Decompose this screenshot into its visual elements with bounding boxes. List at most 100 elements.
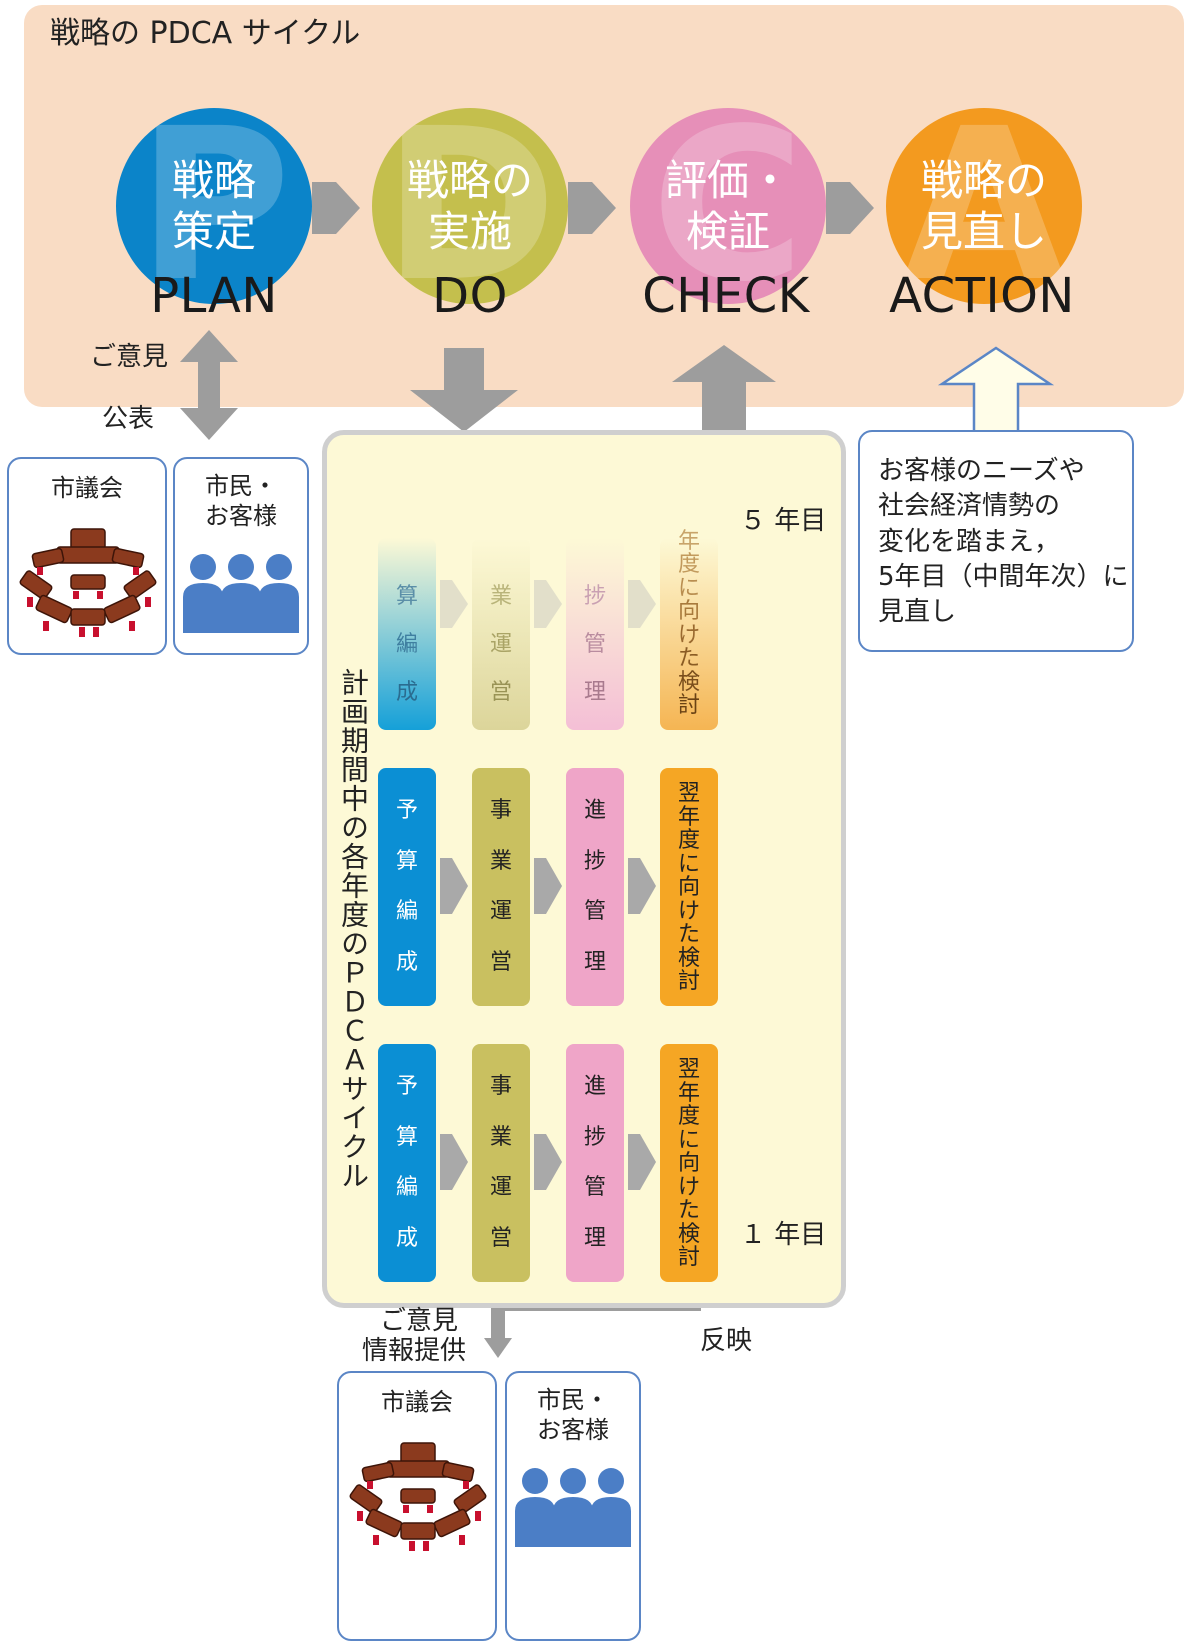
top-opinion-label: ご意見 (90, 342, 169, 372)
action-ghost-letter: A (902, 108, 1066, 304)
operation-char: 営 (489, 1225, 512, 1251)
review-box-faded: 年 度 に 向 け た 検 討 (660, 530, 718, 730)
faded-review-char-6: け (677, 622, 700, 648)
phase-do: DO (432, 268, 508, 324)
check-ghost-letter: C (650, 108, 806, 304)
faded-progress-char-4: 理 (583, 680, 606, 705)
chevron-faded-1 (440, 580, 468, 628)
faded-operation-char-2: 業 (489, 584, 512, 609)
faded-review-char-4: に (677, 575, 700, 601)
phase-plan: PLAN (150, 268, 278, 324)
bottom-info-label: 情報提供 (362, 1336, 467, 1366)
review-char: 討 (677, 969, 700, 995)
review-char: 年 (677, 1080, 700, 1106)
council-label: 市議会 (51, 474, 123, 502)
review-char: 年 (677, 804, 700, 830)
faded-review-char-9: 討 (677, 693, 700, 719)
council-label-bottom: 市議会 (381, 1388, 453, 1416)
chevron-faded-3 (628, 580, 656, 628)
review-char: 度 (677, 828, 700, 854)
operation-char: 運 (489, 1175, 512, 1201)
faded-progress-char-3: 管 (583, 632, 606, 657)
plan-circle-line2: 策定 (171, 207, 256, 256)
faded-budget-char-4: 成 (395, 680, 418, 705)
faded-operation-char-4: 営 (489, 680, 512, 705)
citizens-label-bottom: 市民・お客様 (507, 1385, 639, 1445)
assembly-hall-icon (349, 1442, 487, 1551)
operation-box-faded: 業 運 営 (472, 538, 530, 730)
review-box-row1: 翌年度に向けた検討 (660, 1044, 718, 1282)
chevron-row2-3 (628, 858, 656, 914)
council-card-bottom: 市議会 (337, 1371, 497, 1641)
plan-circle-line1: 戦略 (171, 155, 256, 205)
plan-double-arrow (180, 330, 238, 440)
budget-char: 算 (395, 848, 418, 874)
faded-operation-char-3: 運 (489, 632, 512, 657)
chevron-row2-1 (440, 858, 468, 914)
band-title: 戦略の PDCA サイクル (50, 16, 361, 51)
progress-char: 管 (583, 1175, 606, 1201)
council-card-top: 市議会 (7, 457, 167, 655)
review-char: 翌 (677, 781, 700, 806)
citizens-label-line2: お客様 (205, 502, 277, 530)
plan-ghost-letter: P (137, 108, 291, 304)
review-char: け (677, 1174, 700, 1200)
do-ghost-letter: D (382, 108, 558, 304)
progress-box-faded: 捗 管 理 (566, 538, 624, 730)
budget-box-faded: 算 編 成 (378, 538, 436, 730)
review-box-row2: 翌年度に向けた検討 (660, 768, 718, 1006)
operation-char: 業 (489, 1124, 512, 1150)
chevron-check-action (826, 182, 874, 234)
chevron-plan-do (312, 182, 360, 234)
year1-label: １ 年目 (740, 1220, 827, 1250)
do-circle: D 戦略の実施 (372, 108, 568, 304)
review-char: た (677, 922, 700, 948)
budget-char: 予 (395, 798, 418, 824)
budget-char: 成 (395, 949, 418, 975)
budget-char: 算 (395, 1124, 418, 1150)
citizens-label-bottom-line2: お客様 (537, 1416, 609, 1444)
bottom-opinion-label: ご意見 (380, 1306, 459, 1336)
citizens-label-line1: 市民・ (205, 472, 277, 500)
review-char: 検 (677, 1221, 700, 1247)
action-circle-line1: 戦略の (920, 155, 1047, 205)
review-char: 度 (677, 1104, 700, 1130)
reflect-label: 反映 (700, 1326, 753, 1356)
review-char: 検 (677, 945, 700, 971)
progress-char: 進 (583, 798, 606, 824)
review-char: 向 (677, 1151, 700, 1177)
progress-char: 理 (583, 949, 606, 975)
faded-budget-char-3: 編 (395, 632, 418, 657)
check-up-arrow (672, 345, 776, 434)
operation-char: 運 (489, 899, 512, 925)
faded-budget-char-2: 算 (395, 584, 418, 609)
budget-char: 予 (395, 1074, 418, 1100)
people-icon (183, 554, 299, 633)
review-char: け (677, 898, 700, 924)
check-circle-line2: 検証 (685, 207, 770, 256)
action-circle-line2: 見直し (920, 207, 1047, 256)
progress-char: 捗 (583, 848, 606, 874)
faded-review-char-5: 向 (677, 599, 700, 625)
budget-box-row2: 予算編成 (378, 768, 436, 1006)
progress-box-row1: 進捗管理 (566, 1044, 624, 1282)
note-line-5: 見直し (878, 597, 957, 628)
plan-circle: P 戦略策定 (116, 108, 312, 304)
operation-char: 業 (489, 848, 512, 874)
check-circle-line1: 評価・ (664, 155, 791, 205)
faded-review-char-8: 検 (677, 669, 700, 695)
chevron-row1-1 (440, 1134, 468, 1190)
budget-box-row1: 予算編成 (378, 1044, 436, 1282)
citizens-card-bottom: 市民・お客様 (505, 1371, 641, 1641)
chevron-faded-2 (534, 580, 562, 628)
review-char: 翌 (677, 1057, 700, 1082)
budget-char: 成 (395, 1225, 418, 1251)
panel-vertical-label: 計画期間中の各年度のＰＤＣＡサイクル (337, 668, 370, 1190)
note-line-3: 変化を踏まえ， (878, 526, 1061, 557)
note-line-2: 社会経済情勢の (878, 491, 1061, 522)
chevron-row1-2 (534, 1134, 562, 1190)
faded-progress-char-2: 捗 (583, 584, 606, 609)
operation-char: 事 (489, 1074, 512, 1100)
review-char: に (677, 1127, 700, 1153)
